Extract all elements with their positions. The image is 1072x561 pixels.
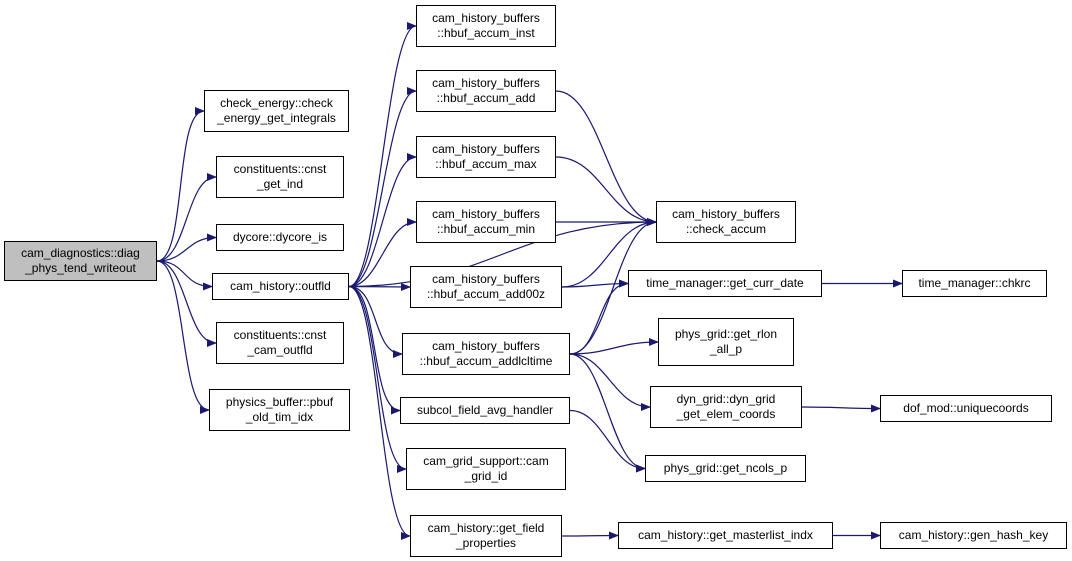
node-dycore-is[interactable]: dycore::dycore_is <box>216 224 344 251</box>
edge-hbuf_accum_add00z-to-check_accum <box>561 218 657 288</box>
node-label-line: _properties <box>455 536 517 550</box>
edge-outfld-to-hbuf_accum_inst <box>348 22 417 288</box>
node-label-line: cam_history::gen_hash_key <box>898 528 1049 542</box>
node-label-line: _all_p <box>709 342 743 356</box>
node-label-line: dyn_grid::dyn_grid <box>676 392 776 406</box>
node-label-line: _old_tim_idx <box>245 410 314 424</box>
node-label-line: ::hbuf_accum_inst <box>437 26 535 40</box>
node-label-line: _energy_get_integrals <box>217 111 336 125</box>
node-label-line: cam_history_buffers <box>672 207 780 221</box>
node-label-line: _grid_id <box>464 469 508 483</box>
node-get-masterlist-indx[interactable]: cam_history::get_masterlist_indx <box>618 522 833 549</box>
edge-get_field_properties-to-get_masterlist_indx <box>561 531 619 540</box>
node-outfld[interactable]: cam_history::outfld <box>212 273 349 300</box>
edge-outfld-to-check_accum <box>348 218 657 288</box>
node-label-line: cam_history_buffers <box>432 339 540 353</box>
node-label-line: physics_buffer::pbuf <box>225 395 334 409</box>
node-label-line: cam_grid_support::cam <box>423 454 549 468</box>
node-label-line: ::hbuf_accum_min <box>436 222 536 236</box>
edge-outfld-to-hbuf_accum_add <box>348 87 417 288</box>
edge-outfld-to-hbuf_accum_max <box>348 153 417 288</box>
node-label-line: _get_ind <box>256 177 304 191</box>
node-get-elem-coords[interactable]: dyn_grid::dyn_grid_get_elem_coords <box>650 386 802 428</box>
node-label-line: check_energy::check <box>220 96 333 110</box>
node-root: cam_diagnostics::diag_phys_tend_writeout <box>4 241 157 281</box>
edge-outfld-to-hbuf_accum_min <box>348 218 417 288</box>
edge-hbuf_accum_addlcltime-to-get_ncols_p <box>569 353 646 473</box>
node-get-curr-date[interactable]: time_manager::get_curr_date <box>628 270 822 297</box>
node-label-line: constituents::cnst <box>233 162 327 176</box>
node-label-line: cam_history_buffers <box>432 142 540 156</box>
edge-hbuf_accum_max-to-check_accum <box>555 156 657 226</box>
node-label-line: cam_history::get_field <box>427 521 545 535</box>
node-cam-grid-id[interactable]: cam_grid_support::cam_grid_id <box>406 448 566 490</box>
node-label-line: cam_history_buffers <box>432 76 540 90</box>
node-label-line: phys_grid::get_ncols_p <box>663 461 788 475</box>
node-label-line: time_manager::get_curr_date <box>646 276 804 290</box>
node-uniquecoords[interactable]: dof_mod::uniquecoords <box>880 395 1052 422</box>
node-label-line: _phys_tend_writeout <box>25 261 136 275</box>
node-label-line: dof_mod::uniquecoords <box>903 401 1029 415</box>
edge-hbuf_accum_addlcltime-to-get_curr_date <box>569 279 629 355</box>
node-check-accum[interactable]: cam_history_buffers::check_accum <box>656 201 796 243</box>
node-label-line: subcol_field_avg_handler <box>416 403 554 417</box>
node-label-line: cam_history_buffers <box>432 207 540 221</box>
node-hbuf-accum-max[interactable]: cam_history_buffers::hbuf_accum_max <box>416 136 556 178</box>
node-get-rlon-all-p[interactable]: phys_grid::get_rlon_all_p <box>658 318 794 366</box>
node-label-line: cam_history_buffers <box>432 11 540 25</box>
edge-hbuf_accum_addlcltime-to-get_rlon_all_p <box>569 338 659 355</box>
node-label-line: _get_elem_coords <box>676 407 776 421</box>
edge-get_elem_coords-to-uniquecoords <box>801 404 881 413</box>
edge-hbuf_accum_addlcltime-to-get_elem_coords <box>569 353 651 411</box>
node-gen-hash-key[interactable]: cam_history::gen_hash_key <box>880 522 1067 549</box>
node-cnst-cam-outfld[interactable]: constituents::cnst_cam_outfld <box>216 322 344 364</box>
edge-root-to-cnst_get_ind <box>156 173 217 262</box>
node-label-line: cam_diagnostics::diag <box>21 246 140 260</box>
edge-subcol_field_avg_handler-to-get_ncols_p <box>569 409 646 473</box>
edge-outfld-to-get_field_properties <box>348 285 411 540</box>
node-label-line: ::hbuf_accum_max <box>435 157 537 171</box>
node-hbuf-accum-add00z[interactable]: cam_history_buffers::hbuf_accum_add00z <box>410 266 562 308</box>
node-label-line: ::hbuf_accum_add <box>436 91 536 105</box>
edge-root-to-pbuf_old_tim_idx <box>156 260 210 414</box>
node-label-line: constituents::cnst <box>233 328 327 342</box>
edge-hbuf_accum_add-to-check_accum <box>555 90 657 226</box>
node-hbuf-accum-inst[interactable]: cam_history_buffers::hbuf_accum_inst <box>416 5 556 47</box>
node-label-line: phys_grid::get_rlon <box>674 327 778 341</box>
edge-outfld-to-cam_grid_id <box>348 285 407 473</box>
node-label-line: dycore::dycore_is <box>232 230 328 244</box>
edge-outfld-to-subcol_field_avg_handler <box>348 285 401 415</box>
node-chkrc[interactable]: time_manager::chkrc <box>902 270 1047 297</box>
node-hbuf-accum-min[interactable]: cam_history_buffers::hbuf_accum_min <box>416 201 556 243</box>
node-pbuf-old-tim-idx[interactable]: physics_buffer::pbuf_old_tim_idx <box>209 389 350 431</box>
node-label-line: cam_history::get_masterlist_indx <box>638 528 813 542</box>
node-label-line: _cam_outfld <box>247 343 313 357</box>
node-cnst-get-ind[interactable]: constituents::cnst_get_ind <box>216 156 344 198</box>
node-label-line: ::check_accum <box>685 222 767 236</box>
node-subcol-field-avg-handler[interactable]: subcol_field_avg_handler <box>400 397 570 424</box>
node-check-energy[interactable]: check_energy::check_energy_get_integrals <box>204 90 349 132</box>
edge-root-to-check_energy <box>156 107 205 262</box>
node-label-line: ::hbuf_accum_addlcltime <box>419 354 553 368</box>
node-label-line: ::hbuf_accum_add00z <box>426 287 546 301</box>
node-hbuf-accum-add[interactable]: cam_history_buffers::hbuf_accum_add <box>416 70 556 112</box>
edge-root-to-dycore_is <box>156 233 217 262</box>
edge-outfld-to-hbuf_accum_addlcltime <box>348 285 403 358</box>
edge-root-to-cnst_cam_outfld <box>156 260 217 347</box>
node-get-ncols-p[interactable]: phys_grid::get_ncols_p <box>645 455 806 482</box>
node-label-line: time_manager::chkrc <box>918 276 1031 290</box>
node-label-line: cam_history::outfld <box>230 279 331 293</box>
node-hbuf-accum-addlcltime[interactable]: cam_history_buffers::hbuf_accum_addlclti… <box>402 333 570 375</box>
edge-root-to-outfld <box>156 260 213 291</box>
node-get-field-properties[interactable]: cam_history::get_field_properties <box>410 515 562 557</box>
node-label-line: cam_history_buffers <box>432 272 540 286</box>
